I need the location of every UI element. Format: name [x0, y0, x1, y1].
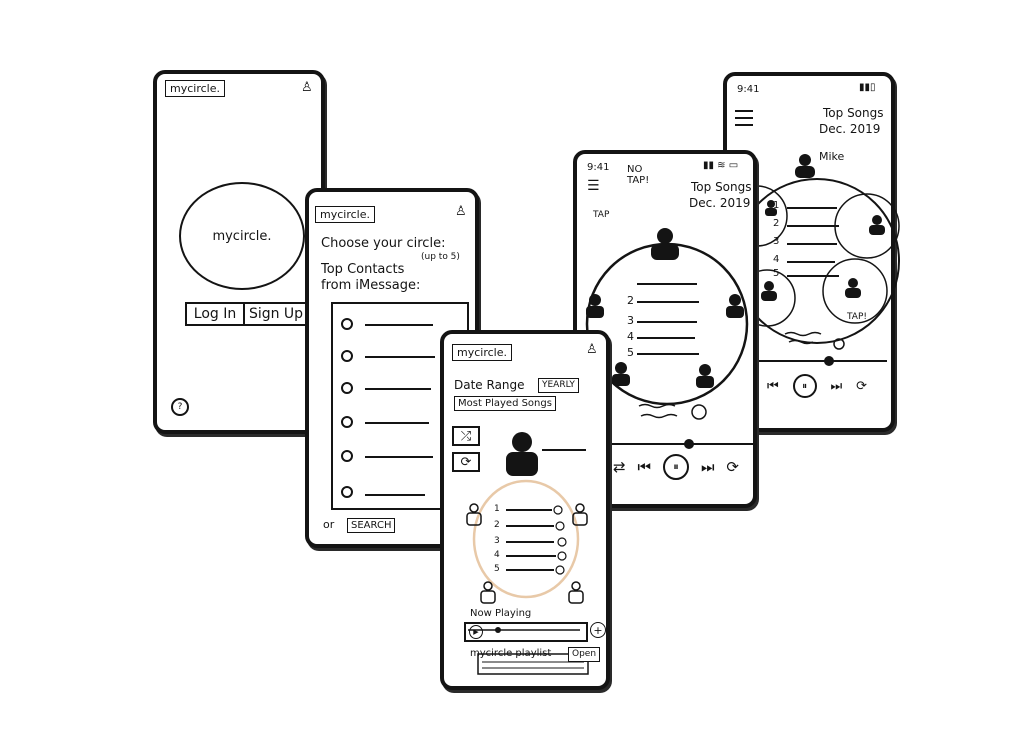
contact-name-6 — [365, 494, 425, 496]
contact-radio-1[interactable] — [341, 318, 353, 330]
contact-name-3 — [365, 388, 431, 390]
list-number-3: 3 — [494, 536, 500, 546]
shuffle-toggle[interactable]: ⤮ — [452, 426, 480, 446]
shuffle-icon[interactable]: ⇄ — [613, 458, 626, 476]
choose-heading: Choose your circle: — [321, 236, 446, 251]
user-profile-icon[interactable]: ♙ — [455, 204, 467, 219]
date-range-dropdown[interactable]: YEARLY — [538, 378, 579, 393]
date-range-label: Date Range — [454, 378, 525, 392]
user-profile-icon[interactable]: ♙ — [301, 80, 313, 95]
imessage-heading: from iMessage: — [321, 278, 421, 293]
or-label: or — [323, 518, 335, 531]
list-number-5: 5 — [494, 564, 500, 574]
top-contacts-heading: Top Contacts — [321, 262, 405, 277]
phone-screen-playlist: mycircle. ♙ Date Range YEARLY Most Playe… — [440, 330, 610, 690]
phone-screen-top-songs-a: 9:41 ▮▮ ≋ ▭ NO TAP! ☰ TAP Top Songs Dec.… — [573, 150, 757, 508]
user-profile-icon[interactable]: ♙ — [586, 342, 598, 357]
add-to-playlist-icon[interactable]: + — [590, 622, 606, 638]
now-playing-label: Now Playing — [470, 608, 532, 619]
list-number-2: 2 — [494, 520, 500, 530]
list-number-2: 2 — [627, 294, 634, 307]
login-button[interactable]: Log In — [185, 302, 245, 326]
status-signal-icon: ▮▮ ≋ ▭ — [703, 160, 739, 171]
title-top-songs: Top Songs — [823, 106, 884, 120]
app-logo: mycircle. — [315, 206, 375, 223]
player-controls: ⇄ ⏮ ⏸ ⏭ ⟳ — [613, 454, 739, 480]
filter-dropdown[interactable]: Most Played Songs — [454, 396, 556, 411]
contact-name-5 — [365, 456, 433, 458]
contact-radio-4[interactable] — [341, 416, 353, 428]
list-number-1: 1 — [773, 200, 780, 211]
repeat-toggle[interactable]: ⟳ — [452, 452, 480, 472]
title-date: Dec. 2019 — [689, 196, 751, 210]
signup-button[interactable]: Sign Up — [243, 302, 309, 326]
search-button[interactable]: SEARCH — [347, 518, 396, 533]
pause-icon[interactable]: ⏸ — [663, 454, 689, 480]
app-logo: mycircle. — [452, 344, 512, 361]
repeat-icon[interactable]: ⟳ — [856, 378, 867, 394]
app-logo: mycircle. — [165, 80, 225, 97]
list-number-2: 2 — [773, 218, 780, 229]
open-button[interactable]: Open — [568, 647, 601, 662]
next-icon[interactable]: ⏭ — [700, 458, 715, 476]
logo-circle-text: mycircle. — [212, 228, 272, 244]
list-number-1: 1 — [494, 504, 500, 514]
status-time: 9:41 — [587, 162, 610, 173]
list-number-5: 5 — [627, 346, 634, 359]
previous-icon[interactable]: ⏮ — [767, 378, 779, 394]
logo-circle: mycircle. — [179, 182, 305, 290]
help-icon[interactable]: ? — [171, 398, 189, 416]
menu-icon[interactable] — [735, 110, 753, 126]
no-tap-annotation: NO TAP! — [627, 164, 650, 186]
list-number-4: 4 — [773, 254, 780, 265]
contact-radio-5[interactable] — [341, 450, 353, 462]
status-time: 9:41 — [737, 84, 760, 95]
pause-icon[interactable]: ⏸ — [792, 374, 817, 398]
list-number-4: 4 — [627, 330, 634, 343]
phone-screen-login: mycircle. ♙ mycircle. Log In Sign Up ? — [153, 70, 325, 434]
playlist-label: mycircle playlist — [470, 648, 552, 659]
tap-annotation: TAP! — [847, 312, 867, 322]
friend-orbit-diagram — [466, 432, 589, 675]
player-controls: ⏮ ⏸ ⏭ ⟳ — [767, 374, 867, 398]
choose-limit-note: (up to 5) — [421, 252, 460, 262]
tap-annotation: TAP — [593, 210, 610, 220]
list-number-3: 3 — [627, 314, 634, 327]
contact-name-1 — [365, 324, 433, 326]
contact-radio-6[interactable] — [341, 486, 353, 498]
title-date: Dec. 2019 — [819, 122, 881, 136]
contact-radio-3[interactable] — [341, 382, 353, 394]
play-icon[interactable]: ▶ — [469, 625, 483, 639]
queue-icon[interactable]: ☰ — [587, 178, 600, 194]
repeat-icon[interactable]: ⟳ — [726, 458, 739, 476]
list-number-4: 4 — [494, 550, 500, 560]
status-signal-icon: ▮▮▯ — [859, 82, 876, 93]
previous-icon[interactable]: ⏮ — [637, 458, 652, 476]
list-number-3: 3 — [773, 236, 780, 247]
title-top-songs: Top Songs — [691, 180, 752, 194]
contact-name-4 — [365, 422, 429, 424]
next-icon[interactable]: ⏭ — [830, 378, 843, 394]
now-playing-bar[interactable]: ▶ — [464, 622, 588, 642]
contact-name-2 — [365, 356, 435, 358]
friend-name-label: Mike — [819, 150, 845, 163]
contact-radio-2[interactable] — [341, 350, 353, 362]
list-number-5: 5 — [773, 268, 780, 279]
